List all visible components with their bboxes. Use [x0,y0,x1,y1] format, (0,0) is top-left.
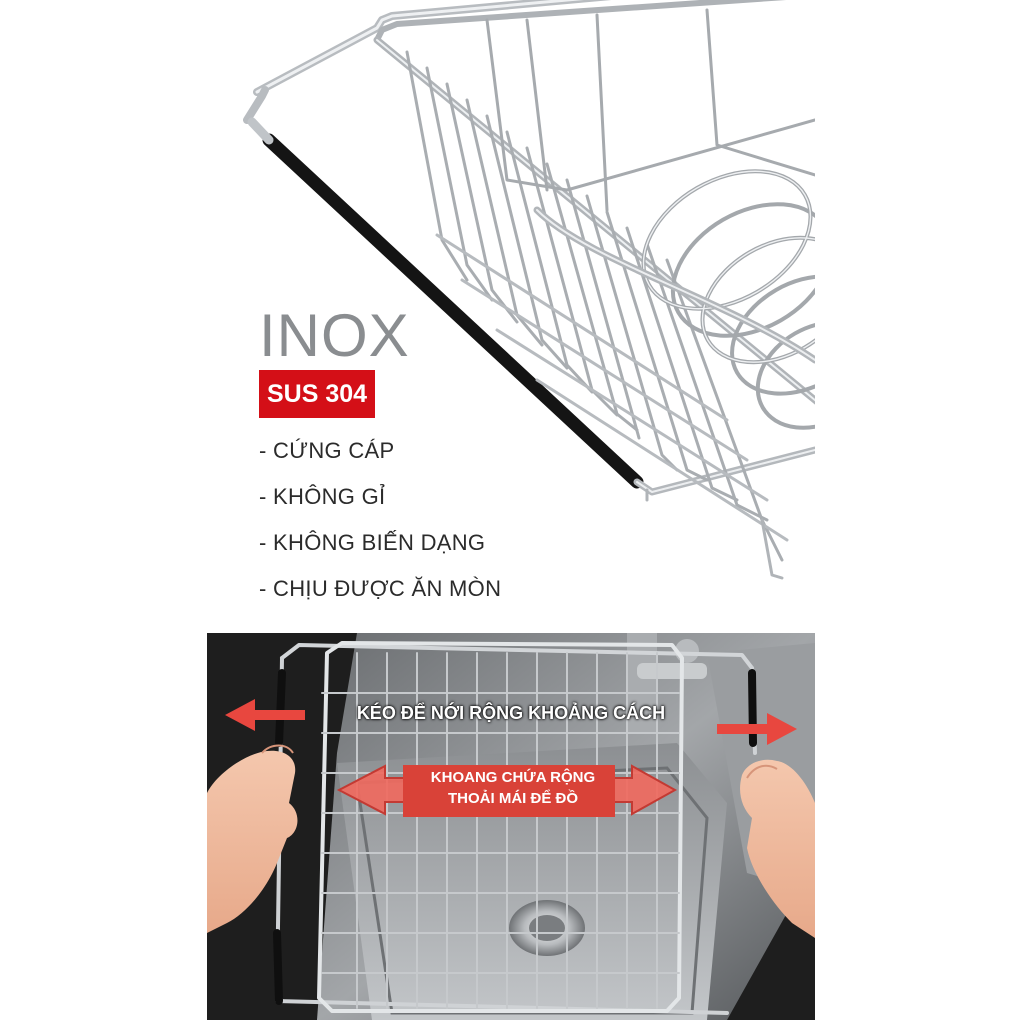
wire-rack-illustration [243,0,815,580]
material-title: INOX [259,302,410,369]
capacity-label-line2: THOẢI MÁI ĐỂ ĐỒ [448,790,578,807]
product-image-panel: INOX SUS 304 - CỨNG CÁP - KHÔNG GỈ - KHÔ… [207,0,815,1024]
right-pull-arrow [717,713,797,745]
grade-badge: SUS 304 [259,370,375,418]
left-pull-arrow [225,699,305,731]
feature-item-no-deform: - KHÔNG BIẾN DẠNG [259,530,486,555]
capacity-label-line1: KHOANG CHỨA RỘNG [430,769,596,786]
feature-item-corrosion: - CHỊU ĐƯỢC ĂN MÒN [259,576,502,601]
feature-list: - CỨNG CÁP - KHÔNG GỈ - KHÔNG BIẾN DẠNG … [259,436,501,620]
pull-caption: KÉO ĐỂ NỚI RỘNG KHOẢNG CÁCH [356,703,666,723]
sink-scene-illustration [207,633,815,1020]
feature-item-rustproof: - KHÔNG GỈ [259,484,386,509]
sink-demo-section: KÉO ĐỂ NỚI RỘNG KHOẢNG CÁCH KHOANG CHỨA … [207,633,815,1020]
right-hand [740,759,815,938]
left-hand [207,744,298,933]
feature-item-sturdy: - CỨNG CÁP [259,438,395,463]
capacity-arrow [336,764,678,817]
capacity-label: KHOANG CHỨA RỘNG THOẢI MÁI ĐỂ ĐỒ [399,767,627,809]
rack-photo-section: INOX SUS 304 - CỨNG CÁP - KHÔNG GỈ - KHÔ… [207,0,815,620]
